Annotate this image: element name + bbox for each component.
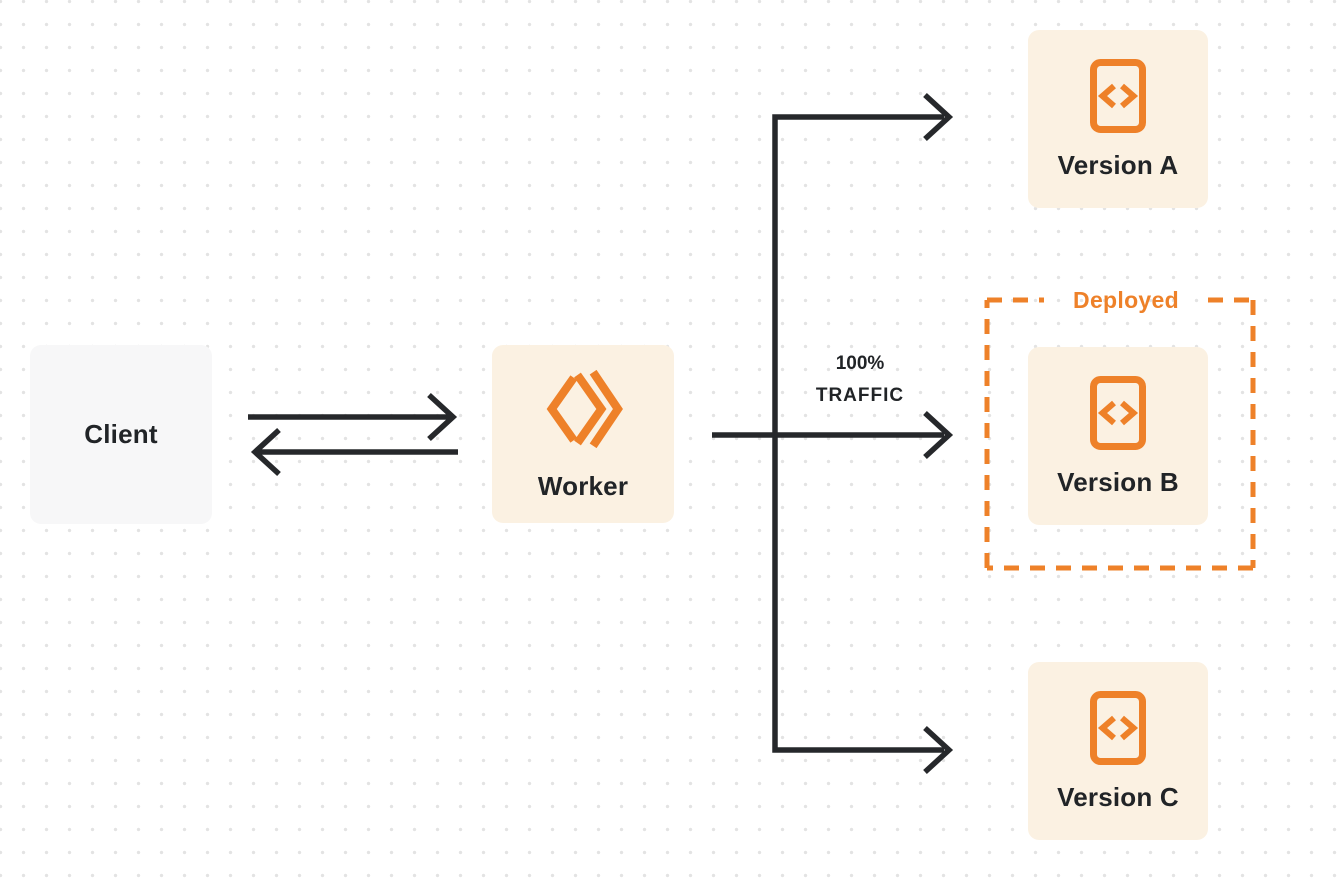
version-b-node-label: Version B: [1057, 466, 1179, 497]
version-c-node-label: Version C: [1057, 781, 1179, 812]
code-file-icon: [1090, 58, 1146, 133]
version-a-node: Version A: [1028, 30, 1208, 208]
worker-node-label: Worker: [537, 470, 629, 501]
arrow-client-to-worker: [248, 392, 458, 442]
workers-logo-icon: [546, 369, 623, 448]
worker-node: Worker: [492, 345, 674, 523]
arrowhead-version-c: [923, 725, 954, 775]
traffic-annotation: 100% TRAFFIC: [790, 348, 930, 412]
version-c-node: Version C: [1028, 662, 1208, 840]
version-a-node-label: Version A: [1057, 149, 1179, 180]
deployed-dashed-frame: [984, 297, 1256, 571]
version-b-node: Version B: [1028, 347, 1208, 525]
client-node-label: Client: [84, 419, 158, 449]
code-file-icon: [1090, 375, 1146, 450]
client-node: Client: [30, 345, 212, 524]
arrow-worker-to-client: [250, 427, 458, 477]
arrowhead-version-b: [923, 410, 954, 460]
arrowhead-version-a: [923, 92, 954, 142]
traffic-percent-label: 100%: [835, 353, 885, 374]
code-file-icon: [1090, 690, 1146, 765]
traffic-word-label: TRAFFIC: [815, 385, 905, 406]
deployed-badge-label: Deployed: [1073, 287, 1179, 313]
